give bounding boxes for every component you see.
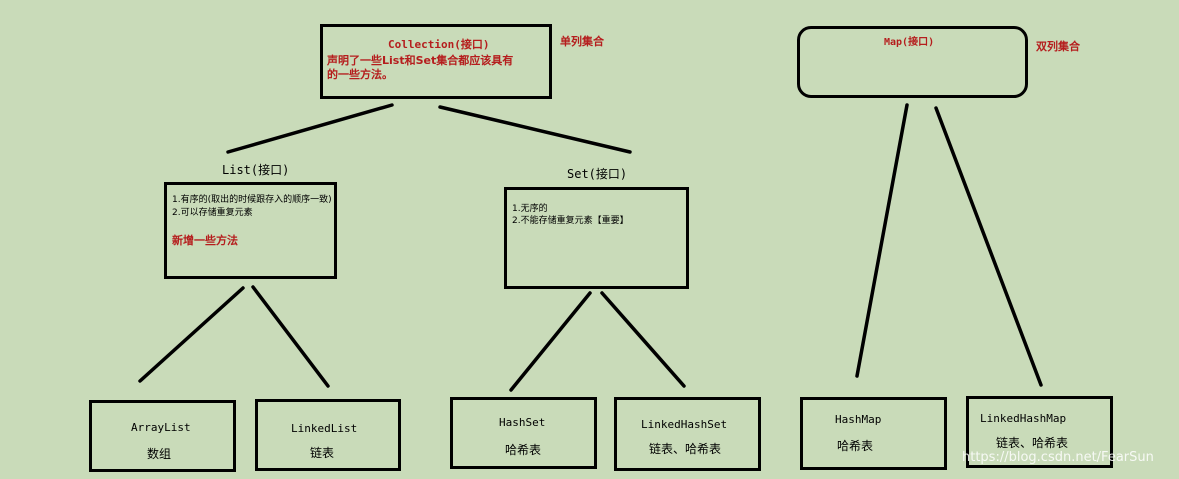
map-side-label: 双列集合 xyxy=(1036,40,1080,53)
edge-set-hashset xyxy=(509,291,592,392)
hashset-box xyxy=(450,397,597,469)
linkedhashset-desc: 链表、哈希表 xyxy=(649,442,722,456)
linkedhashmap-box xyxy=(966,396,1113,468)
collection-desc-line2: 的一些方法。 xyxy=(327,68,393,81)
list-box xyxy=(164,182,337,279)
arraylist-box xyxy=(89,400,236,472)
collection-desc-line1: 声明了一些List和Set集合都应该具有 xyxy=(327,54,514,67)
hashmap-name: HashMap xyxy=(835,413,882,426)
linkedlist-box xyxy=(255,399,401,471)
collection-title: Collection(接口) xyxy=(388,38,490,51)
linkedhashmap-desc: 链表、哈希表 xyxy=(996,436,1069,450)
linkedhashset-name: LinkedHashSet xyxy=(641,418,728,431)
hashmap-desc: 哈希表 xyxy=(837,439,874,453)
arraylist-name: ArrayList xyxy=(131,421,191,434)
edge-map-linkedhashmap xyxy=(934,106,1043,387)
list-line1: 1.有序的(取出的时候跟存入的顺序一致) xyxy=(172,195,332,205)
edge-set-linkedhashset xyxy=(600,291,686,388)
set-line1: 1.无序的 xyxy=(512,204,548,214)
linkedhashset-box xyxy=(614,397,761,471)
set-title: Set(接口) xyxy=(567,167,628,181)
arraylist-desc: 数组 xyxy=(147,447,172,461)
linkedlist-name: LinkedList xyxy=(291,422,358,435)
map-title: Map(接口) xyxy=(884,37,935,48)
hashset-desc: 哈希表 xyxy=(505,443,542,457)
edge-list-arraylist xyxy=(138,286,245,383)
hashset-name: HashSet xyxy=(499,416,546,429)
edge-list-linkedlist xyxy=(251,285,330,388)
edge-map-hashmap xyxy=(855,103,909,378)
edge-collection-set xyxy=(438,105,632,154)
set-box xyxy=(504,187,689,289)
list-line2: 2.可以存储重复元素 xyxy=(172,208,253,218)
hashmap-box xyxy=(800,397,947,470)
collection-box xyxy=(320,24,552,99)
edge-collection-list xyxy=(226,103,394,154)
linkedhashmap-name: LinkedHashMap xyxy=(980,412,1067,425)
set-line2: 2.不能存储重复元素【重要】 xyxy=(512,216,629,226)
list-title: List(接口) xyxy=(222,163,290,177)
list-note: 新增一些方法 xyxy=(172,234,238,247)
linkedlist-desc: 链表 xyxy=(310,446,335,460)
map-box xyxy=(797,26,1028,98)
collection-side-label: 单列集合 xyxy=(560,35,604,48)
watermark-text: https://blog.csdn.net/FearSun xyxy=(962,450,1154,465)
